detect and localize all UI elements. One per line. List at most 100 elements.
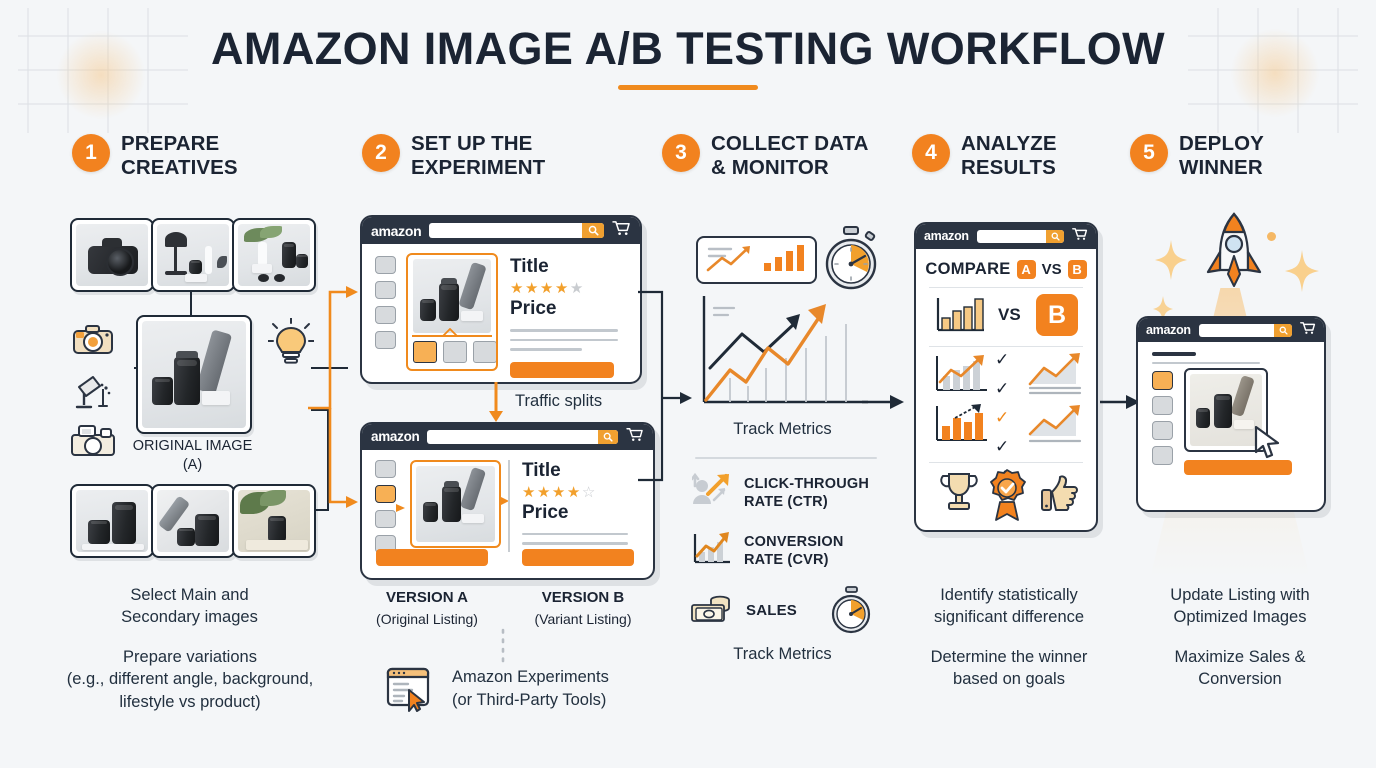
metric-cvr-text: CONVERSION RATE (CVR) bbox=[744, 534, 844, 569]
medal-ribbon-icon bbox=[986, 468, 1030, 527]
amazon-wordmark-a: amazon bbox=[371, 222, 422, 239]
thumbnail-plant-product[interactable] bbox=[232, 218, 316, 292]
step-number-2: 2 bbox=[362, 134, 400, 172]
thumbs-up-icon bbox=[1040, 474, 1080, 517]
compare-divider-1 bbox=[929, 287, 1083, 289]
search-icon-compare[interactable] bbox=[1046, 230, 1064, 243]
step5-caption-a-line2: Optimized Images bbox=[1173, 608, 1307, 627]
star-full: ★ bbox=[554, 280, 569, 297]
step1-caption-b-line2: (e.g., different angle, background, bbox=[66, 670, 314, 689]
mini-chart-left-2 bbox=[936, 404, 987, 441]
rail-thumb[interactable] bbox=[1152, 396, 1173, 415]
buy-button-b-left[interactable] bbox=[376, 549, 488, 566]
rail-thumb[interactable] bbox=[1152, 421, 1173, 440]
final-hero-image[interactable] bbox=[1184, 368, 1268, 452]
search-icon-a[interactable] bbox=[582, 223, 604, 238]
check-icon: ✓ bbox=[995, 379, 1010, 398]
photo-studio-icon bbox=[70, 423, 116, 462]
step5-caption-b-line1: Maximize Sales & bbox=[1174, 648, 1306, 666]
star-full: ★ bbox=[524, 280, 539, 297]
track-metrics-label-bottom: Track Metrics bbox=[733, 645, 832, 663]
metrics-summary-card bbox=[696, 236, 817, 284]
track-metrics-label-top: Track Metrics bbox=[733, 420, 832, 438]
variant-swatch-strip-a[interactable] bbox=[413, 341, 496, 363]
search-icon-b[interactable] bbox=[598, 430, 618, 444]
step5-caption-a-line1: Update Listing with bbox=[1170, 586, 1310, 604]
search-input-compare[interactable] bbox=[976, 230, 1064, 243]
final-hero-photo bbox=[1190, 374, 1262, 446]
cart-icon-b[interactable] bbox=[626, 427, 644, 447]
cart-icon-final[interactable] bbox=[1300, 321, 1316, 340]
thumbnail-dslr-camera[interactable] bbox=[70, 218, 154, 292]
original-image-tile[interactable] bbox=[136, 315, 252, 434]
variant-swatch-selected[interactable] bbox=[413, 341, 437, 363]
dotted-connector bbox=[501, 628, 505, 664]
metric-sales-text: SALES bbox=[746, 601, 798, 619]
step-header-3: 3 COLLECT DATA & MONITOR bbox=[662, 132, 869, 180]
rating-stars-b: ★★★★☆ bbox=[522, 485, 628, 500]
check-icon: ✓ bbox=[995, 350, 1010, 369]
search-icon-final[interactable] bbox=[1274, 323, 1292, 337]
final-buy-button[interactable] bbox=[1184, 460, 1292, 475]
listing-details-a: Title ★★★★★ Price bbox=[510, 256, 618, 378]
star-half: ★ bbox=[569, 280, 584, 297]
thumbnail-rail-b[interactable] bbox=[375, 460, 396, 553]
hero-image-frame-b[interactable] bbox=[410, 460, 501, 548]
step-title-3: COLLECT DATA & MONITOR bbox=[711, 132, 869, 180]
metric-ctr-text: CLICK-THROUGH RATE (CTR) bbox=[744, 476, 869, 511]
variant-swatch[interactable] bbox=[473, 341, 496, 363]
rail-thumb-selected[interactable] bbox=[375, 485, 396, 503]
step4-caption-b-line1: Determine the winner bbox=[930, 648, 1088, 666]
metric-sales: SALES bbox=[690, 591, 797, 630]
cart-icon-compare[interactable] bbox=[1072, 227, 1088, 246]
detail-line bbox=[522, 533, 628, 536]
rail-thumb[interactable] bbox=[375, 331, 396, 349]
step-title-2-line2: EXPERIMENT bbox=[411, 156, 546, 180]
studio-lamp-icon bbox=[73, 373, 115, 416]
rail-thumb[interactable] bbox=[375, 510, 396, 528]
version-b-name: VERSION B bbox=[541, 589, 625, 606]
step1-to-step2-connector bbox=[308, 286, 358, 508]
detail-line bbox=[510, 329, 618, 332]
listing-price-a: Price bbox=[510, 298, 557, 319]
rail-thumb[interactable] bbox=[375, 306, 396, 324]
thumbnail-rail-a[interactable] bbox=[375, 256, 396, 349]
search-input-b[interactable] bbox=[427, 430, 618, 444]
rail-thumb[interactable] bbox=[375, 256, 396, 274]
page-title: AMAZON IMAGE A/B TESTING WORKFLOW bbox=[211, 23, 1165, 74]
thumbnail-lens-angle[interactable] bbox=[151, 484, 235, 558]
rail-thumb[interactable] bbox=[375, 281, 396, 299]
thumbnail-rail-final[interactable] bbox=[1152, 371, 1173, 465]
thumbnail-desk-lamp-product[interactable] bbox=[151, 218, 235, 292]
compare-label: COMPARE bbox=[925, 260, 1011, 278]
rail-thumb[interactable] bbox=[375, 460, 396, 478]
cart-icon-a[interactable] bbox=[612, 220, 631, 241]
listing-mock-version-a[interactable]: amazon bbox=[360, 215, 642, 384]
step-title-5-line2: WINNER bbox=[1179, 156, 1263, 180]
cursor-arrow-icon bbox=[1254, 426, 1280, 459]
buy-button-b-right[interactable] bbox=[522, 549, 634, 566]
metric-cvr: CONVERSION RATE (CVR) bbox=[692, 530, 844, 573]
bar-chart-icon-a bbox=[936, 298, 984, 332]
search-input-final[interactable] bbox=[1198, 323, 1292, 337]
thumbnail-lens-pair[interactable] bbox=[70, 484, 154, 558]
badge-a: A bbox=[1016, 260, 1036, 279]
variant-swatch[interactable] bbox=[443, 341, 467, 363]
version-b-sub: (Variant Listing) bbox=[534, 610, 632, 627]
buy-button-a[interactable] bbox=[510, 361, 614, 378]
track-metrics-chart bbox=[702, 296, 868, 404]
final-title-line bbox=[1152, 352, 1196, 356]
metric-ctr-line1: CLICK-THROUGH bbox=[744, 476, 870, 493]
check-list: ✓ ✓ ✓ ✓ ✓ bbox=[995, 350, 1009, 486]
listing-mock-version-b[interactable]: amazon bbox=[360, 422, 655, 580]
grid-glow bbox=[1230, 28, 1320, 118]
thumbnail-lifestyle-plant[interactable] bbox=[232, 484, 316, 558]
final-listing-mock[interactable]: amazon bbox=[1136, 316, 1326, 512]
rail-thumb[interactable] bbox=[1152, 446, 1173, 465]
metric-cvr-line2: RATE (CVR) bbox=[744, 551, 829, 568]
compare-panel[interactable]: amazon COMPARE A VS B bbox=[914, 222, 1098, 532]
search-input-a[interactable] bbox=[429, 223, 604, 238]
hero-image-frame-a[interactable] bbox=[406, 253, 498, 371]
rail-thumb-selected[interactable] bbox=[1152, 371, 1173, 390]
